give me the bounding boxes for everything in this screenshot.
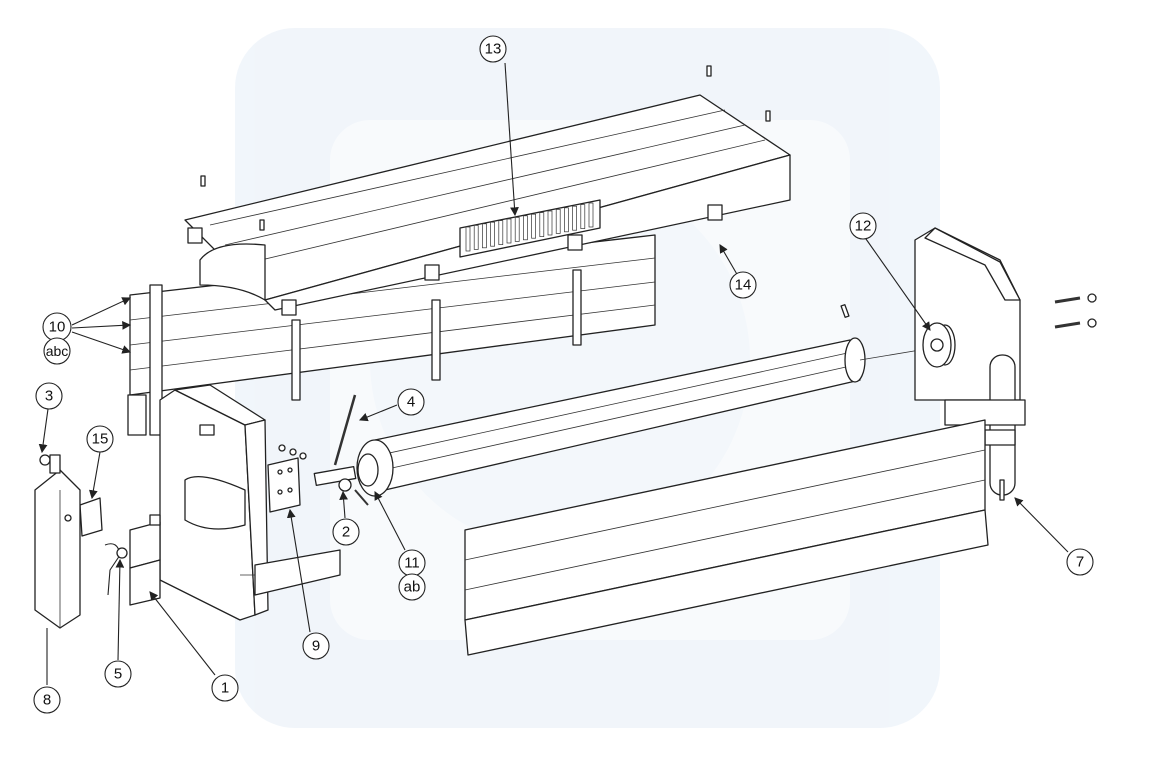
- grille-slot: [572, 205, 577, 231]
- grille-slot: [506, 218, 512, 244]
- grille-slot: [539, 212, 545, 237]
- grille-slot: [531, 213, 536, 239]
- callout-13-label: 13: [485, 41, 502, 58]
- callout-4-label: 4: [407, 394, 415, 411]
- right-end-plate: [914, 227, 1026, 501]
- callout-1-label: 1: [221, 680, 229, 697]
- control-boxes: [79, 497, 161, 606]
- callout-4: 4: [397, 388, 425, 416]
- bolts: [1054, 293, 1097, 329]
- leader-lines: [38, 62, 1069, 685]
- callout-5-label: 5: [114, 666, 122, 683]
- grille-slot: [498, 220, 504, 245]
- grille-slot: [523, 215, 528, 241]
- callout-1: 1: [211, 674, 239, 702]
- grille-slot: [547, 210, 553, 236]
- callout-7: 7: [1066, 548, 1094, 576]
- grille-slot: [514, 217, 520, 242]
- callout-9-label: 9: [312, 638, 320, 655]
- callout-15-label: 15: [92, 431, 109, 448]
- callout-14-label: 14: [735, 277, 752, 294]
- callout-5: 5: [104, 660, 132, 688]
- callout-11-label: 11: [404, 555, 420, 572]
- callout-15: 15: [86, 425, 114, 453]
- roller-tube: [356, 337, 921, 497]
- vent-grille: [459, 199, 601, 258]
- callout-3-label: 3: [45, 388, 53, 405]
- grille-slot: [564, 207, 569, 233]
- callout-8: 8: [33, 686, 61, 714]
- lid-screws: [200, 65, 850, 318]
- callout-14: 14: [729, 271, 757, 299]
- grille-slot: [482, 223, 487, 249]
- grille-slot: [555, 209, 561, 234]
- callout-9: 9: [302, 632, 330, 660]
- left-bracket: [267, 444, 307, 513]
- grille-slot: [588, 202, 594, 228]
- callout-10-label: 10: [49, 319, 66, 336]
- callout-8-label: 8: [43, 692, 51, 709]
- grille-slot: [580, 204, 586, 229]
- front-wall-panels: [464, 419, 989, 656]
- callout-11-sub-label: ab: [404, 579, 421, 596]
- callout-2-label: 2: [342, 524, 350, 541]
- callout-7-label: 7: [1076, 554, 1084, 571]
- callout-11: 11 ab: [398, 549, 426, 601]
- callout-13: 13: [479, 35, 507, 63]
- callout-3: 3: [35, 382, 63, 410]
- grille-slot: [465, 226, 471, 252]
- grille-slot: [473, 225, 479, 250]
- motor-axle: [313, 394, 369, 506]
- side-cover: [34, 454, 128, 629]
- rear-wall-panels: [127, 234, 656, 436]
- callout-10-sub-label: abc: [46, 343, 69, 359]
- callout-10: 10 abc: [42, 312, 72, 365]
- callout-12-label: 12: [855, 218, 872, 235]
- callout-12: 12: [849, 212, 877, 240]
- grille-slot: [490, 221, 495, 247]
- left-housing: [159, 384, 341, 621]
- callout-2: 2: [332, 518, 360, 546]
